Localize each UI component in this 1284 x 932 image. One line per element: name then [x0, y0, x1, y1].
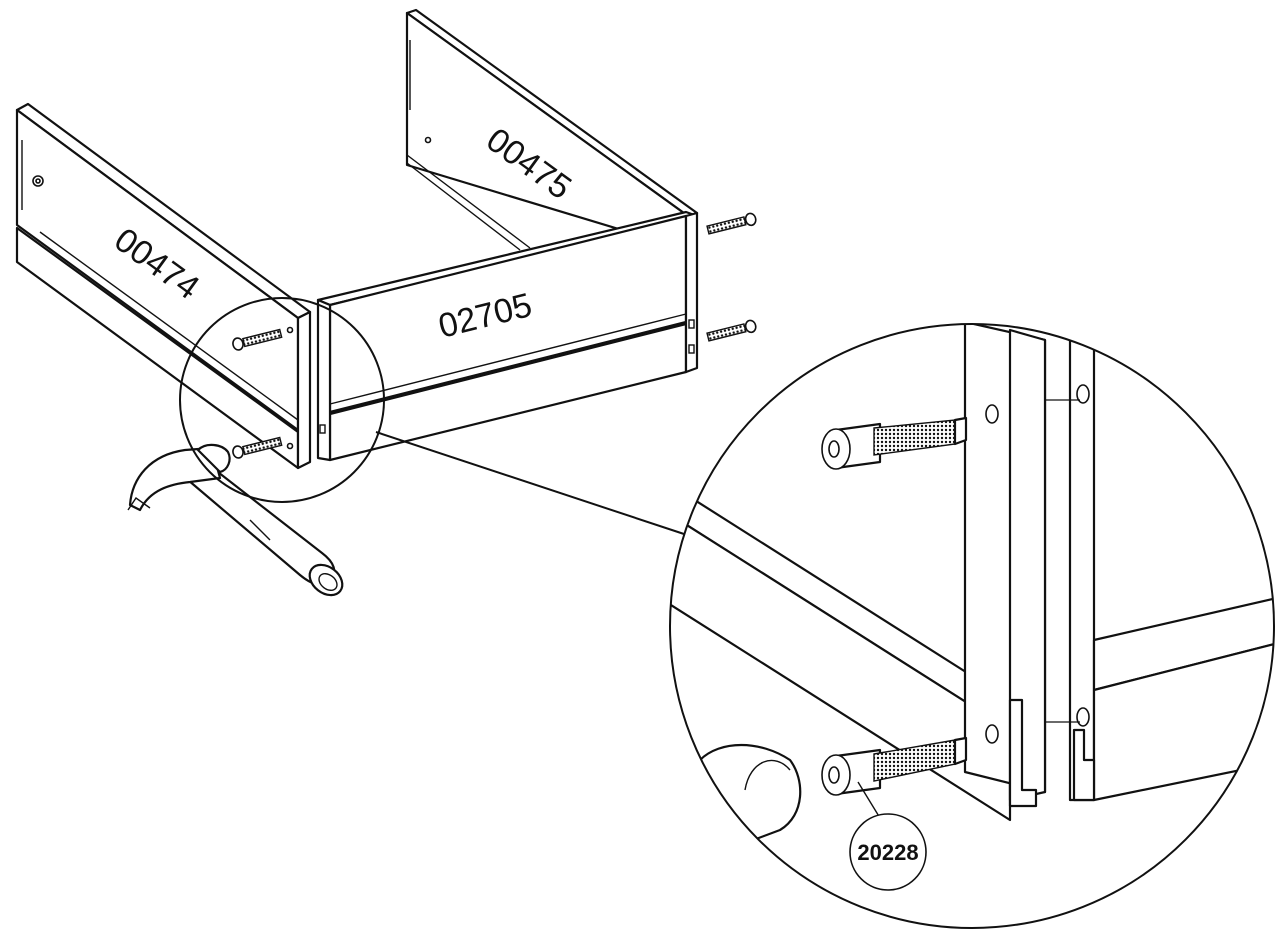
dowel-icon — [821, 416, 968, 470]
label-20228: 20228 — [857, 840, 918, 865]
left-side-panel — [15, 102, 312, 470]
zoom-circle-border — [669, 323, 1275, 929]
hammer-icon — [127, 443, 344, 597]
dowel-icon — [821, 736, 968, 796]
right-side-panel — [405, 8, 699, 252]
dowel-icon — [232, 212, 757, 459]
front-panel — [316, 210, 699, 462]
zoom-detail — [670, 324, 1274, 928]
magnifier-circle — [179, 297, 685, 535]
dowel-callout: 20228 — [849, 781, 927, 891]
